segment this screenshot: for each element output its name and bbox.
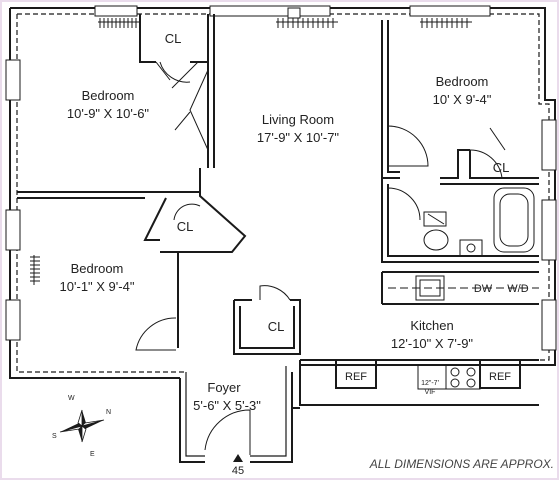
entry-triangle-icon [233, 454, 243, 462]
doors [135, 61, 506, 455]
kitchen-fixtures [388, 275, 539, 390]
room-size-living: 17'-9" X 10'-7" [257, 130, 340, 145]
room-name-kitchen: Kitchen [410, 318, 453, 333]
compass-rose-icon [59, 409, 105, 443]
compass-west-label: W [68, 395, 75, 402]
compass-north-label: N [106, 409, 111, 416]
compass-east-label: E [90, 451, 95, 458]
refrigerator-label-1: REF [345, 371, 367, 383]
closet-label-2: CL [493, 160, 510, 175]
closet-label-1: CL [165, 31, 182, 46]
room-name-living: Living Room [262, 112, 334, 127]
dishwasher-label: DW [474, 283, 493, 295]
room-name-bedroom-1: Bedroom [82, 88, 135, 103]
room-size-kitchen: 12'-10" X 7'-9" [391, 336, 474, 351]
closet-label-3: CL [177, 219, 194, 234]
closet-label-4: CL [268, 319, 285, 334]
dimensions-note: ALL DIMENSIONS ARE APPROX. [369, 457, 554, 471]
room-size-bedroom-2: 10' X 9'-4" [433, 92, 492, 107]
compass-south-label: S [52, 433, 57, 440]
room-size-bedroom-3: 10'-1" X 9'-4" [60, 279, 135, 294]
oven-label-2: VIF [425, 389, 436, 396]
windows [5, 5, 557, 351]
room-name-foyer: Foyer [207, 380, 241, 395]
bathroom-fixtures [423, 187, 535, 257]
room-name-bedroom-3: Bedroom [71, 261, 124, 276]
room-name-bedroom-2: Bedroom [436, 74, 489, 89]
radiators [30, 18, 472, 285]
oven-label: 12"-7' [421, 380, 439, 387]
unit-number: 45 [232, 465, 244, 477]
room-size-foyer: 5'-6" X 5'-3" [193, 398, 261, 413]
refrigerator-label-2: REF [489, 371, 511, 383]
washer-dryer-label: W/D [507, 283, 528, 295]
room-size-bedroom-1: 10'-9" X 10'-6" [67, 106, 150, 121]
